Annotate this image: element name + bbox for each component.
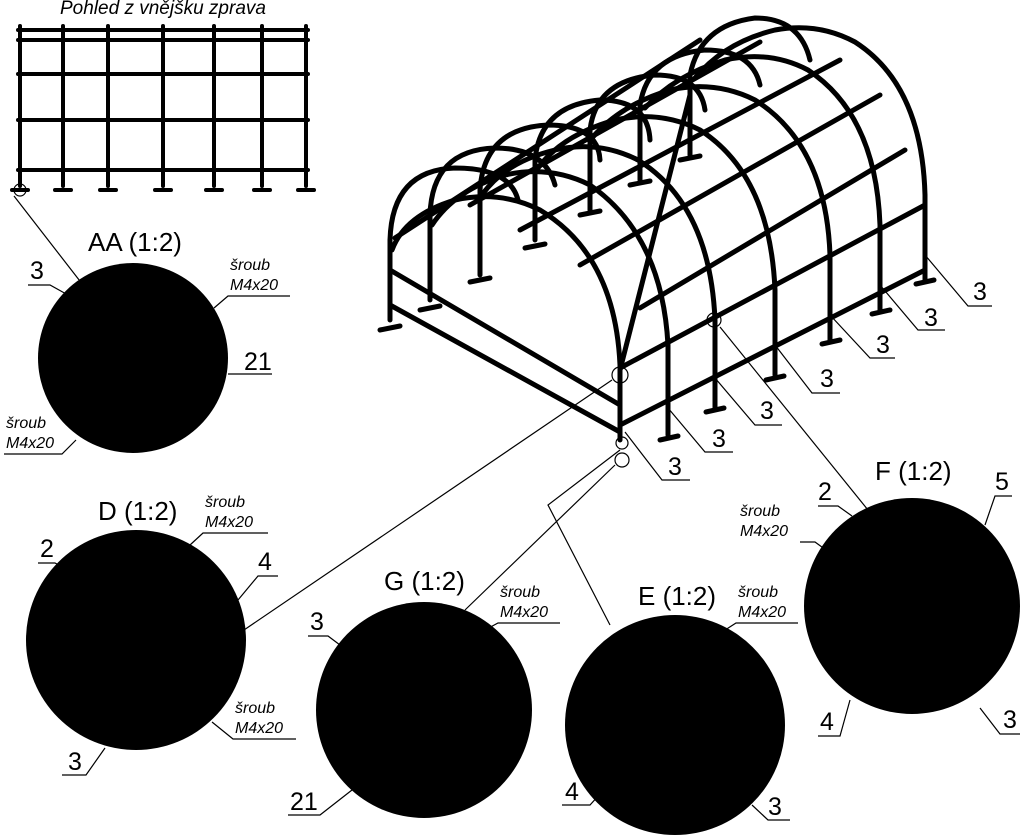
greenhouse-frame-3d	[377, 15, 937, 443]
frame-label-2: 3	[924, 304, 938, 332]
detail-d-screw-size-1: M4x20	[205, 514, 253, 531]
detail-aa-screw-note-1: šroub	[230, 257, 270, 274]
side-view: Pohled z vnějšku zprava	[10, 0, 316, 197]
detail-marker-aa	[13, 183, 27, 197]
frame-label-4: 3	[820, 365, 834, 393]
frame-callouts: 3 3 3 3 3 3 3	[624, 254, 992, 481]
detail-f-label-3: 3	[1003, 706, 1017, 734]
detail-f-title: F (1:2)	[875, 456, 952, 486]
side-view-title: Pohled z vnějšku zprava	[60, 0, 266, 19]
detail-e-view	[565, 615, 785, 835]
detail-aa: AA (1:2) 3 šroub M4x20 21 šroub M4x20	[4, 227, 290, 455]
detail-d-screw-size-2: M4x20	[235, 720, 283, 737]
detail-f-label-5: 5	[995, 468, 1009, 496]
detail-e-screw-note: šroub	[738, 584, 778, 601]
detail-g-label-21: 21	[290, 788, 318, 816]
detail-f-label-4: 4	[820, 708, 834, 736]
detail-g-view	[316, 602, 532, 818]
detail-d: D (1:2) 2 šroub M4x20 4 šroub M4x20 3	[26, 494, 296, 776]
detail-f-screw-size: M4x20	[740, 523, 788, 540]
detail-aa-view	[38, 263, 228, 453]
detail-d-title: D (1:2)	[98, 496, 177, 526]
detail-aa-screw-size-1: M4x20	[230, 277, 278, 294]
detail-d-view	[26, 530, 246, 750]
detail-d-label-2: 2	[40, 535, 54, 563]
detail-g-screw-note: šroub	[500, 584, 540, 601]
frame-label-7: 3	[668, 453, 682, 481]
detail-markers-3d	[611, 312, 722, 468]
detail-d-screw-note-1: šroub	[205, 494, 245, 511]
detail-d-label-3: 3	[68, 748, 82, 776]
frame-label-6: 3	[712, 425, 726, 453]
detail-aa-label-21: 21	[244, 348, 272, 376]
detail-aa-screw-size-2: M4x20	[6, 435, 54, 452]
detail-d-label-4: 4	[258, 548, 272, 576]
detail-aa-screw-note-2: šroub	[6, 415, 46, 432]
detail-f-view	[804, 498, 1020, 714]
detail-f-label-2: 2	[818, 478, 832, 506]
detail-d-screw-note-2: šroub	[235, 700, 275, 717]
detail-e-screw-size: M4x20	[738, 604, 786, 621]
detail-g: G (1:2) 3 šroub M4x20 21	[288, 566, 560, 818]
detail-f-screw-note: šroub	[740, 503, 780, 520]
detail-e-label-4: 4	[565, 778, 579, 806]
detail-e-label-3: 3	[768, 793, 782, 821]
frame-label-3: 3	[876, 331, 890, 359]
detail-aa-label-3: 3	[30, 257, 44, 285]
frame-label-1: 3	[973, 278, 987, 306]
side-view-frame	[10, 24, 316, 192]
detail-g-label-3: 3	[310, 608, 324, 636]
detail-g-screw-size: M4x20	[500, 604, 548, 621]
detail-e-title: E (1:2)	[638, 581, 716, 611]
detail-aa-title: AA (1:2)	[88, 227, 182, 257]
detail-e: E (1:2) šroub M4x20 4 3	[562, 581, 798, 835]
frame-label-5: 3	[760, 397, 774, 425]
detail-f: F (1:2) 2 5 šroub M4x20 4 3	[740, 456, 1020, 737]
detail-g-title: G (1:2)	[384, 566, 465, 596]
detail-leaders	[13, 195, 869, 631]
